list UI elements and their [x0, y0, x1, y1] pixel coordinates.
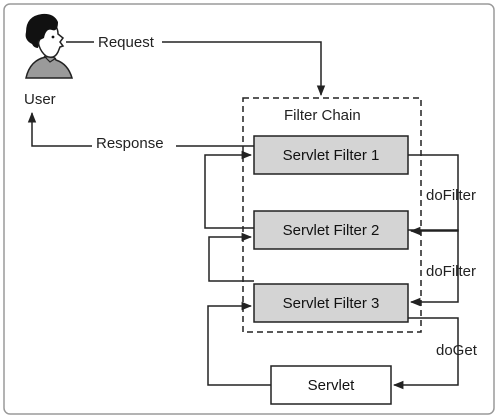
servlet-label: Servlet	[308, 377, 356, 394]
response-label: Response	[96, 135, 164, 152]
dofilter-1-label: doFilter	[426, 187, 476, 204]
servlet-filter-2-box	[253, 210, 409, 250]
response-arrow	[27, 111, 92, 147]
servlet-box	[270, 365, 392, 405]
servlet-filter-3-label: Servlet Filter 3	[283, 295, 380, 312]
servlet-filter-2-label: Servlet Filter 2	[283, 222, 380, 239]
filter-chain-container	[242, 97, 422, 333]
dofilter-2-label: doFilter	[426, 263, 476, 280]
return-2-to-1-arrow	[204, 150, 254, 229]
request-label: Request	[98, 34, 155, 51]
return-3-to-2-arrow	[208, 232, 254, 282]
user-head-icon	[25, 13, 73, 79]
servlet-filter-3-box	[253, 283, 409, 323]
doget-arrow	[392, 317, 459, 390]
dofilter-2-arrow	[408, 229, 459, 307]
filter-chain-label: Filter Chain	[284, 107, 361, 124]
user-label: User	[24, 91, 56, 108]
return-servlet-to-3-arrow	[207, 301, 271, 386]
servlet-filter-1-label: Servlet Filter 1	[283, 147, 380, 164]
request-arrow	[162, 41, 326, 97]
dofilter-1-arrow	[408, 154, 459, 236]
doget-label: doGet	[436, 342, 478, 359]
outer-frame	[3, 3, 495, 415]
